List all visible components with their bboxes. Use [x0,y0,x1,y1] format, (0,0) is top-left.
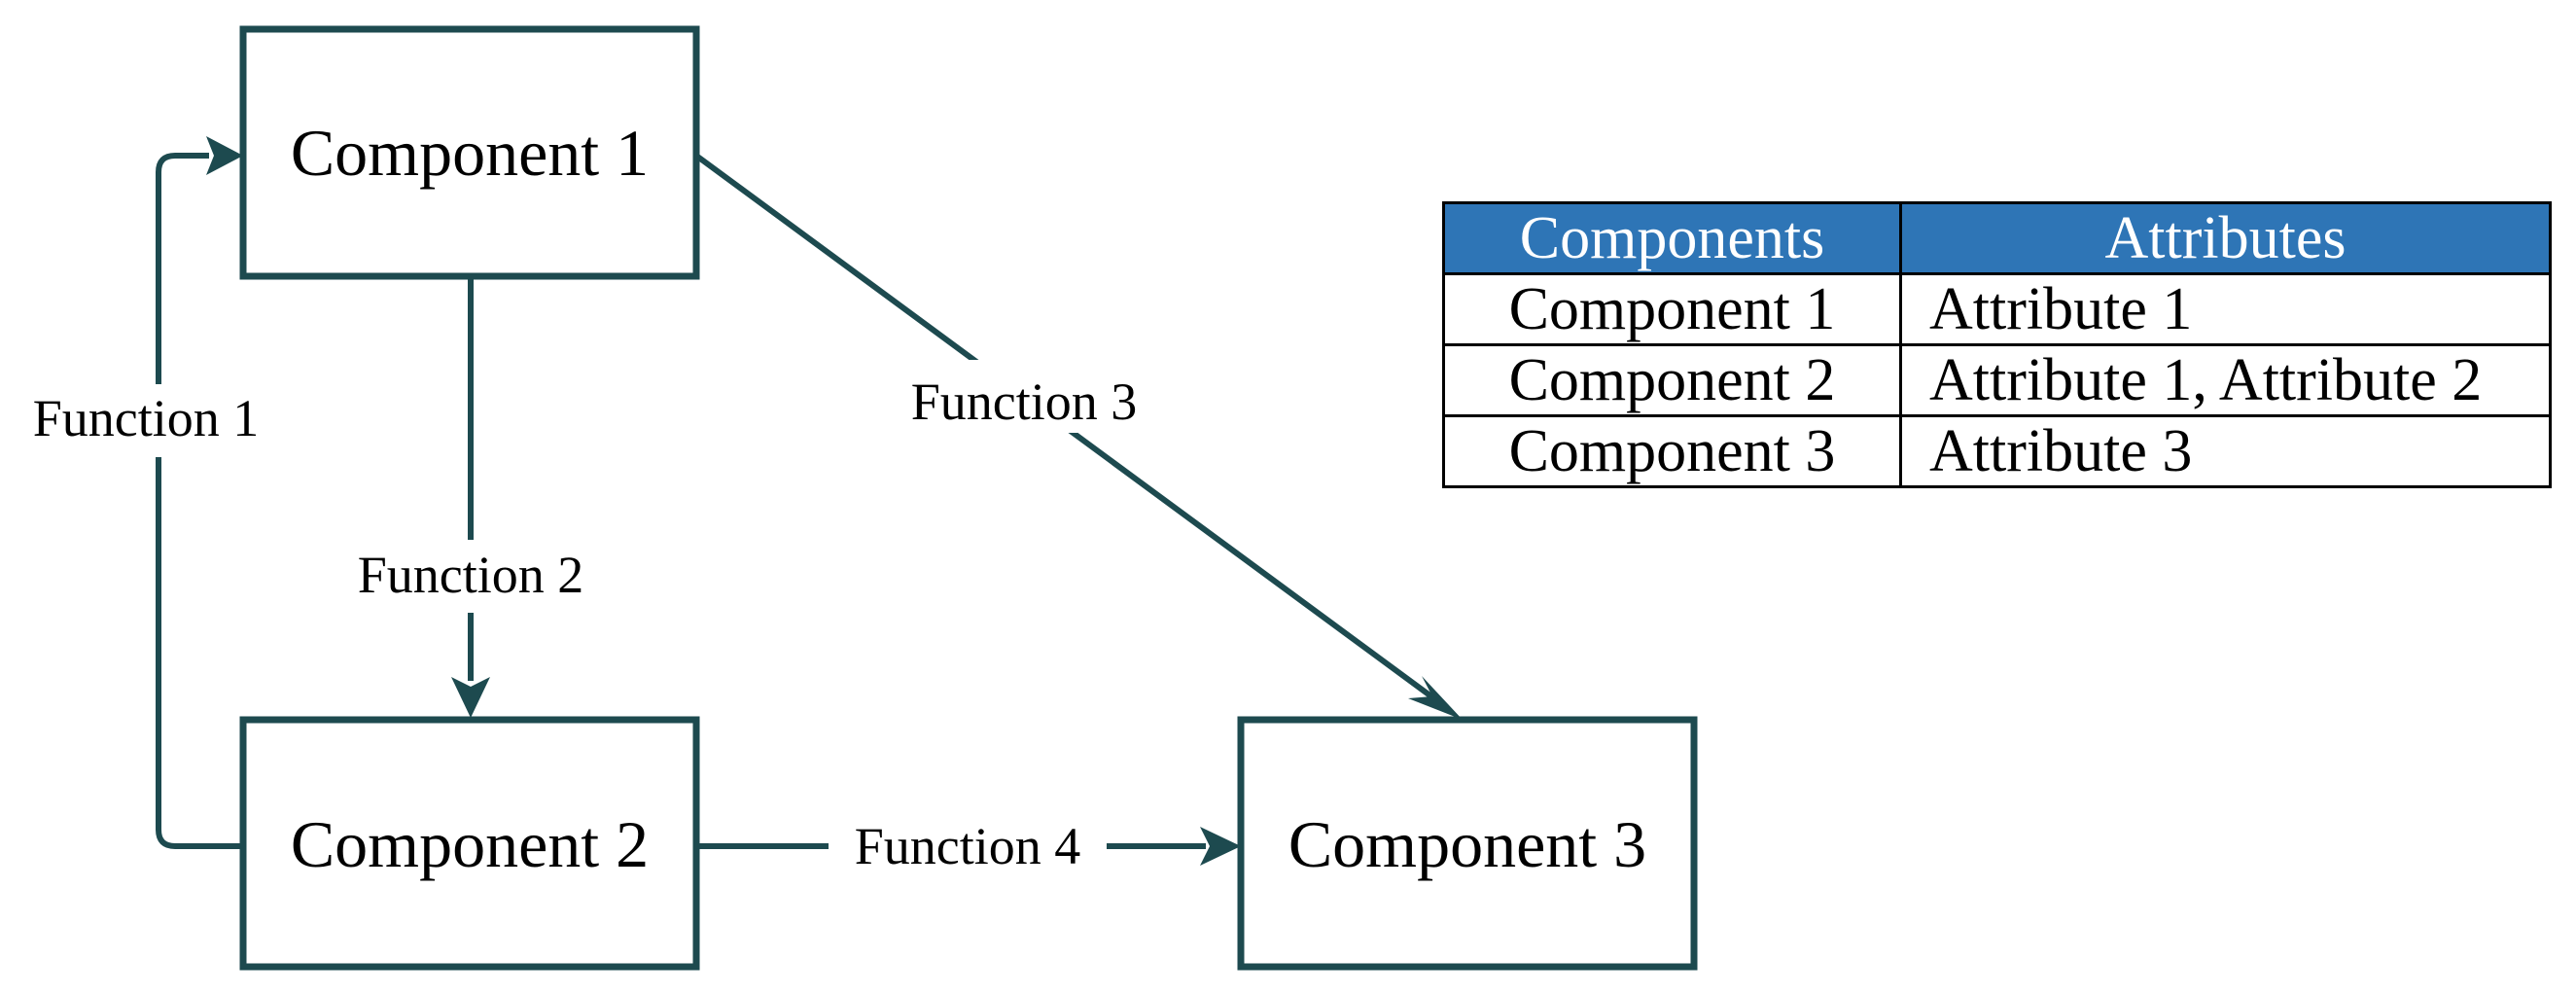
edge-function-3-label-bg [883,360,1165,433]
node-component-2-box [239,716,700,971]
edge-function-3-label: Function 3 [911,373,1138,431]
table-header-row: Components Attributes [1442,201,2552,275]
edge-function-4-arrowhead [1200,827,1241,866]
edge-function-4-label: Function 4 [855,817,1081,875]
edge-function-2-arrowhead [451,677,490,718]
table-cell-attributes: Attribute 3 [1899,414,2552,488]
table-cell-component: Component 2 [1442,343,1902,417]
edge-function-1-label-bg [10,384,287,457]
edge-function-4: Function 4 [696,809,1241,882]
edge-function-2-label-bg [331,540,613,613]
header-attributes: Attributes [1899,201,2552,275]
node-component-1-label: Component 1 [291,116,649,190]
table-cell-component: Component 1 [1442,272,1902,346]
node-component-3-box [1237,716,1698,971]
header-components: Components [1442,201,1902,275]
edge-function-1-line [156,153,243,849]
table-row: Component 2 Attribute 1, Attribute 2 [1442,343,2552,417]
node-component-1: Component 1 [239,25,700,280]
edge-function-1-label: Function 1 [33,389,260,447]
node-component-2: Component 2 [239,716,700,971]
table-cell-component: Component 3 [1442,414,1902,488]
table-cell-attributes: Attribute 1 [1899,272,2552,346]
edge-function-3-arrowhead [1408,676,1463,720]
edge-function-2-label: Function 2 [358,546,584,604]
node-component-3: Component 3 [1237,716,1698,971]
node-component-3-label: Component 3 [1288,807,1646,881]
node-component-2-label: Component 2 [291,807,649,881]
edge-function-1-arrowhead [206,136,243,175]
node-component-1-box [239,25,700,280]
table-row: Component 3 Attribute 3 [1442,414,2552,488]
table-cell-attributes: Attribute 1, Attribute 2 [1899,343,2552,417]
table-row: Component 1 Attribute 1 [1442,272,2552,346]
edge-function-2: Function 2 [331,276,613,718]
edge-function-3: Function 3 [694,153,1463,720]
edge-function-4-label-bg [829,809,1107,882]
edge-function-1: Function 1 [10,136,287,849]
attributes-table: Components Attributes Component 1 Attrib… [1442,201,2552,488]
